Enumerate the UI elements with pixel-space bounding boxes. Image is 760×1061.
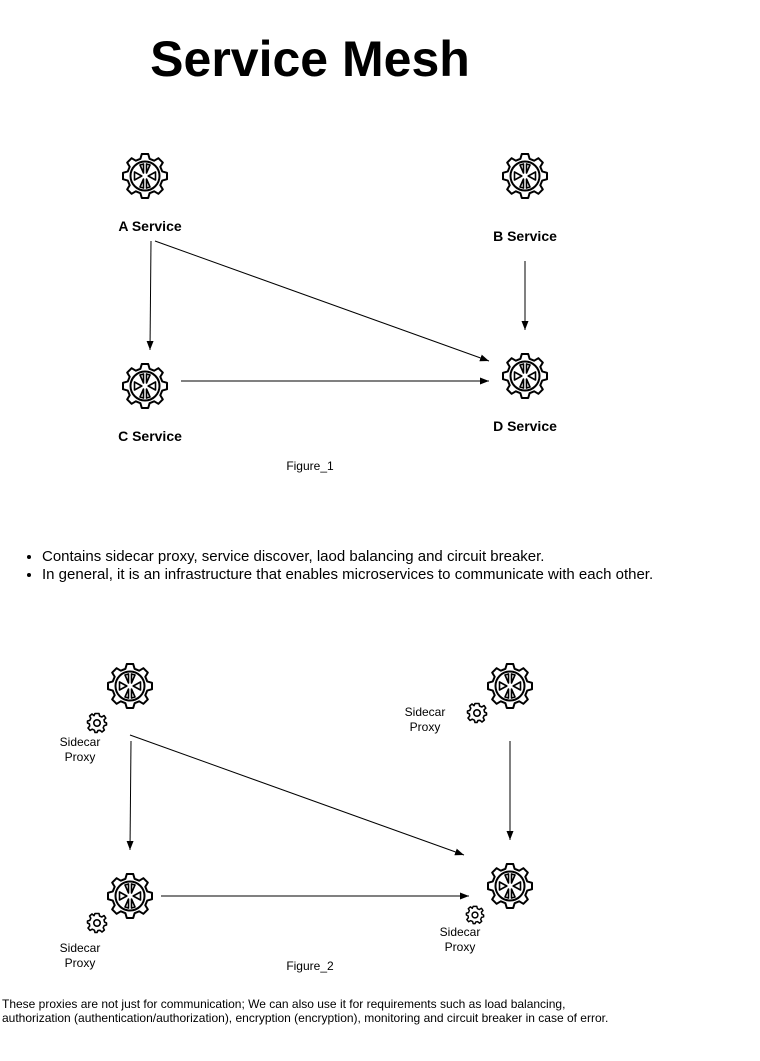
sidecar-proxy-b-icon: [466, 702, 488, 724]
sidecar-proxy-c-icon: [86, 912, 108, 934]
service-a-gear-icon: [107, 663, 153, 709]
bullet-item: In general, it is an infrastructure that…: [42, 566, 653, 584]
bullet-item: Contains sidecar proxy, service discover…: [42, 548, 653, 566]
service-b-gear-icon: [487, 663, 533, 709]
sidecar-proxy-b-label: Sidecar Proxy: [404, 705, 446, 734]
page-title: Service Mesh: [150, 31, 470, 87]
arrow-fig2-a-to-c: [126, 740, 134, 851]
service-b-label: B Service: [493, 228, 557, 244]
sidecar-proxy-d-label: Sidecar Proxy: [439, 925, 481, 954]
service-a-label: A Service: [118, 218, 182, 234]
service-c-label: C Service: [118, 428, 182, 444]
sidecar-proxy-d-icon: [465, 905, 485, 925]
sidecar-proxy-a-icon: [86, 712, 108, 734]
arrow-fig2-a-to-d: [129, 734, 465, 856]
service-c-gear-icon: [107, 873, 153, 919]
service-d-label: D Service: [493, 418, 557, 434]
bullet-list: Contains sidecar proxy, service discover…: [0, 548, 653, 584]
service-d-gear-icon: [487, 863, 533, 909]
sidecar-proxy-c-label: Sidecar Proxy: [59, 941, 101, 970]
arrow-a-to-c: [146, 240, 154, 351]
figure-1-caption: Figure_1: [286, 459, 334, 473]
sidecar-proxy-a-label: Sidecar Proxy: [59, 735, 101, 764]
arrow-a-to-d: [154, 240, 490, 362]
figure-2-caption: Figure_2: [286, 959, 334, 973]
footer-note: These proxies are not just for communica…: [2, 997, 609, 1025]
